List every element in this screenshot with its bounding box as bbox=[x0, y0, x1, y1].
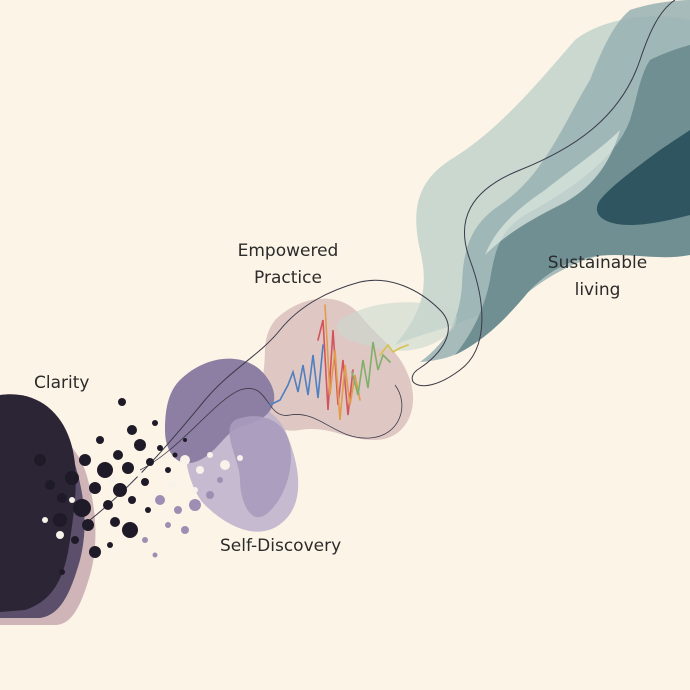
spectrum-blue bbox=[269, 344, 324, 406]
spectrum-green bbox=[351, 341, 391, 396]
ribbon-pale bbox=[485, 130, 620, 255]
dark-dots bbox=[34, 398, 187, 575]
label-clarity: Clarity bbox=[34, 373, 90, 393]
spectrum-wave-icon bbox=[269, 304, 409, 421]
flowing-ribbon-icon bbox=[395, 0, 690, 362]
ribbon-deep-teal bbox=[596, 130, 690, 225]
wave-plum-dark bbox=[0, 394, 76, 612]
lavender-dots bbox=[142, 477, 223, 558]
wave-lilac bbox=[229, 416, 291, 518]
dark-waves bbox=[0, 394, 96, 625]
flow-line bbox=[89, 0, 676, 521]
ribbon-teal bbox=[455, 45, 690, 355]
light-dots bbox=[42, 452, 243, 539]
label-empowered-practice: Empowered Practice bbox=[237, 241, 339, 288]
label-sustainable-living: Sustainable living bbox=[547, 253, 648, 300]
blob-sage-mist bbox=[336, 302, 457, 351]
ribbon-slate bbox=[420, 0, 690, 362]
wave-violet bbox=[165, 358, 275, 464]
label-self-discovery: Self-Discovery bbox=[220, 536, 342, 556]
ink-splatter-icon bbox=[34, 398, 243, 575]
spectrum-yellow bbox=[379, 343, 409, 356]
flow-line-2 bbox=[139, 384, 403, 471]
purple-waves bbox=[165, 358, 299, 532]
